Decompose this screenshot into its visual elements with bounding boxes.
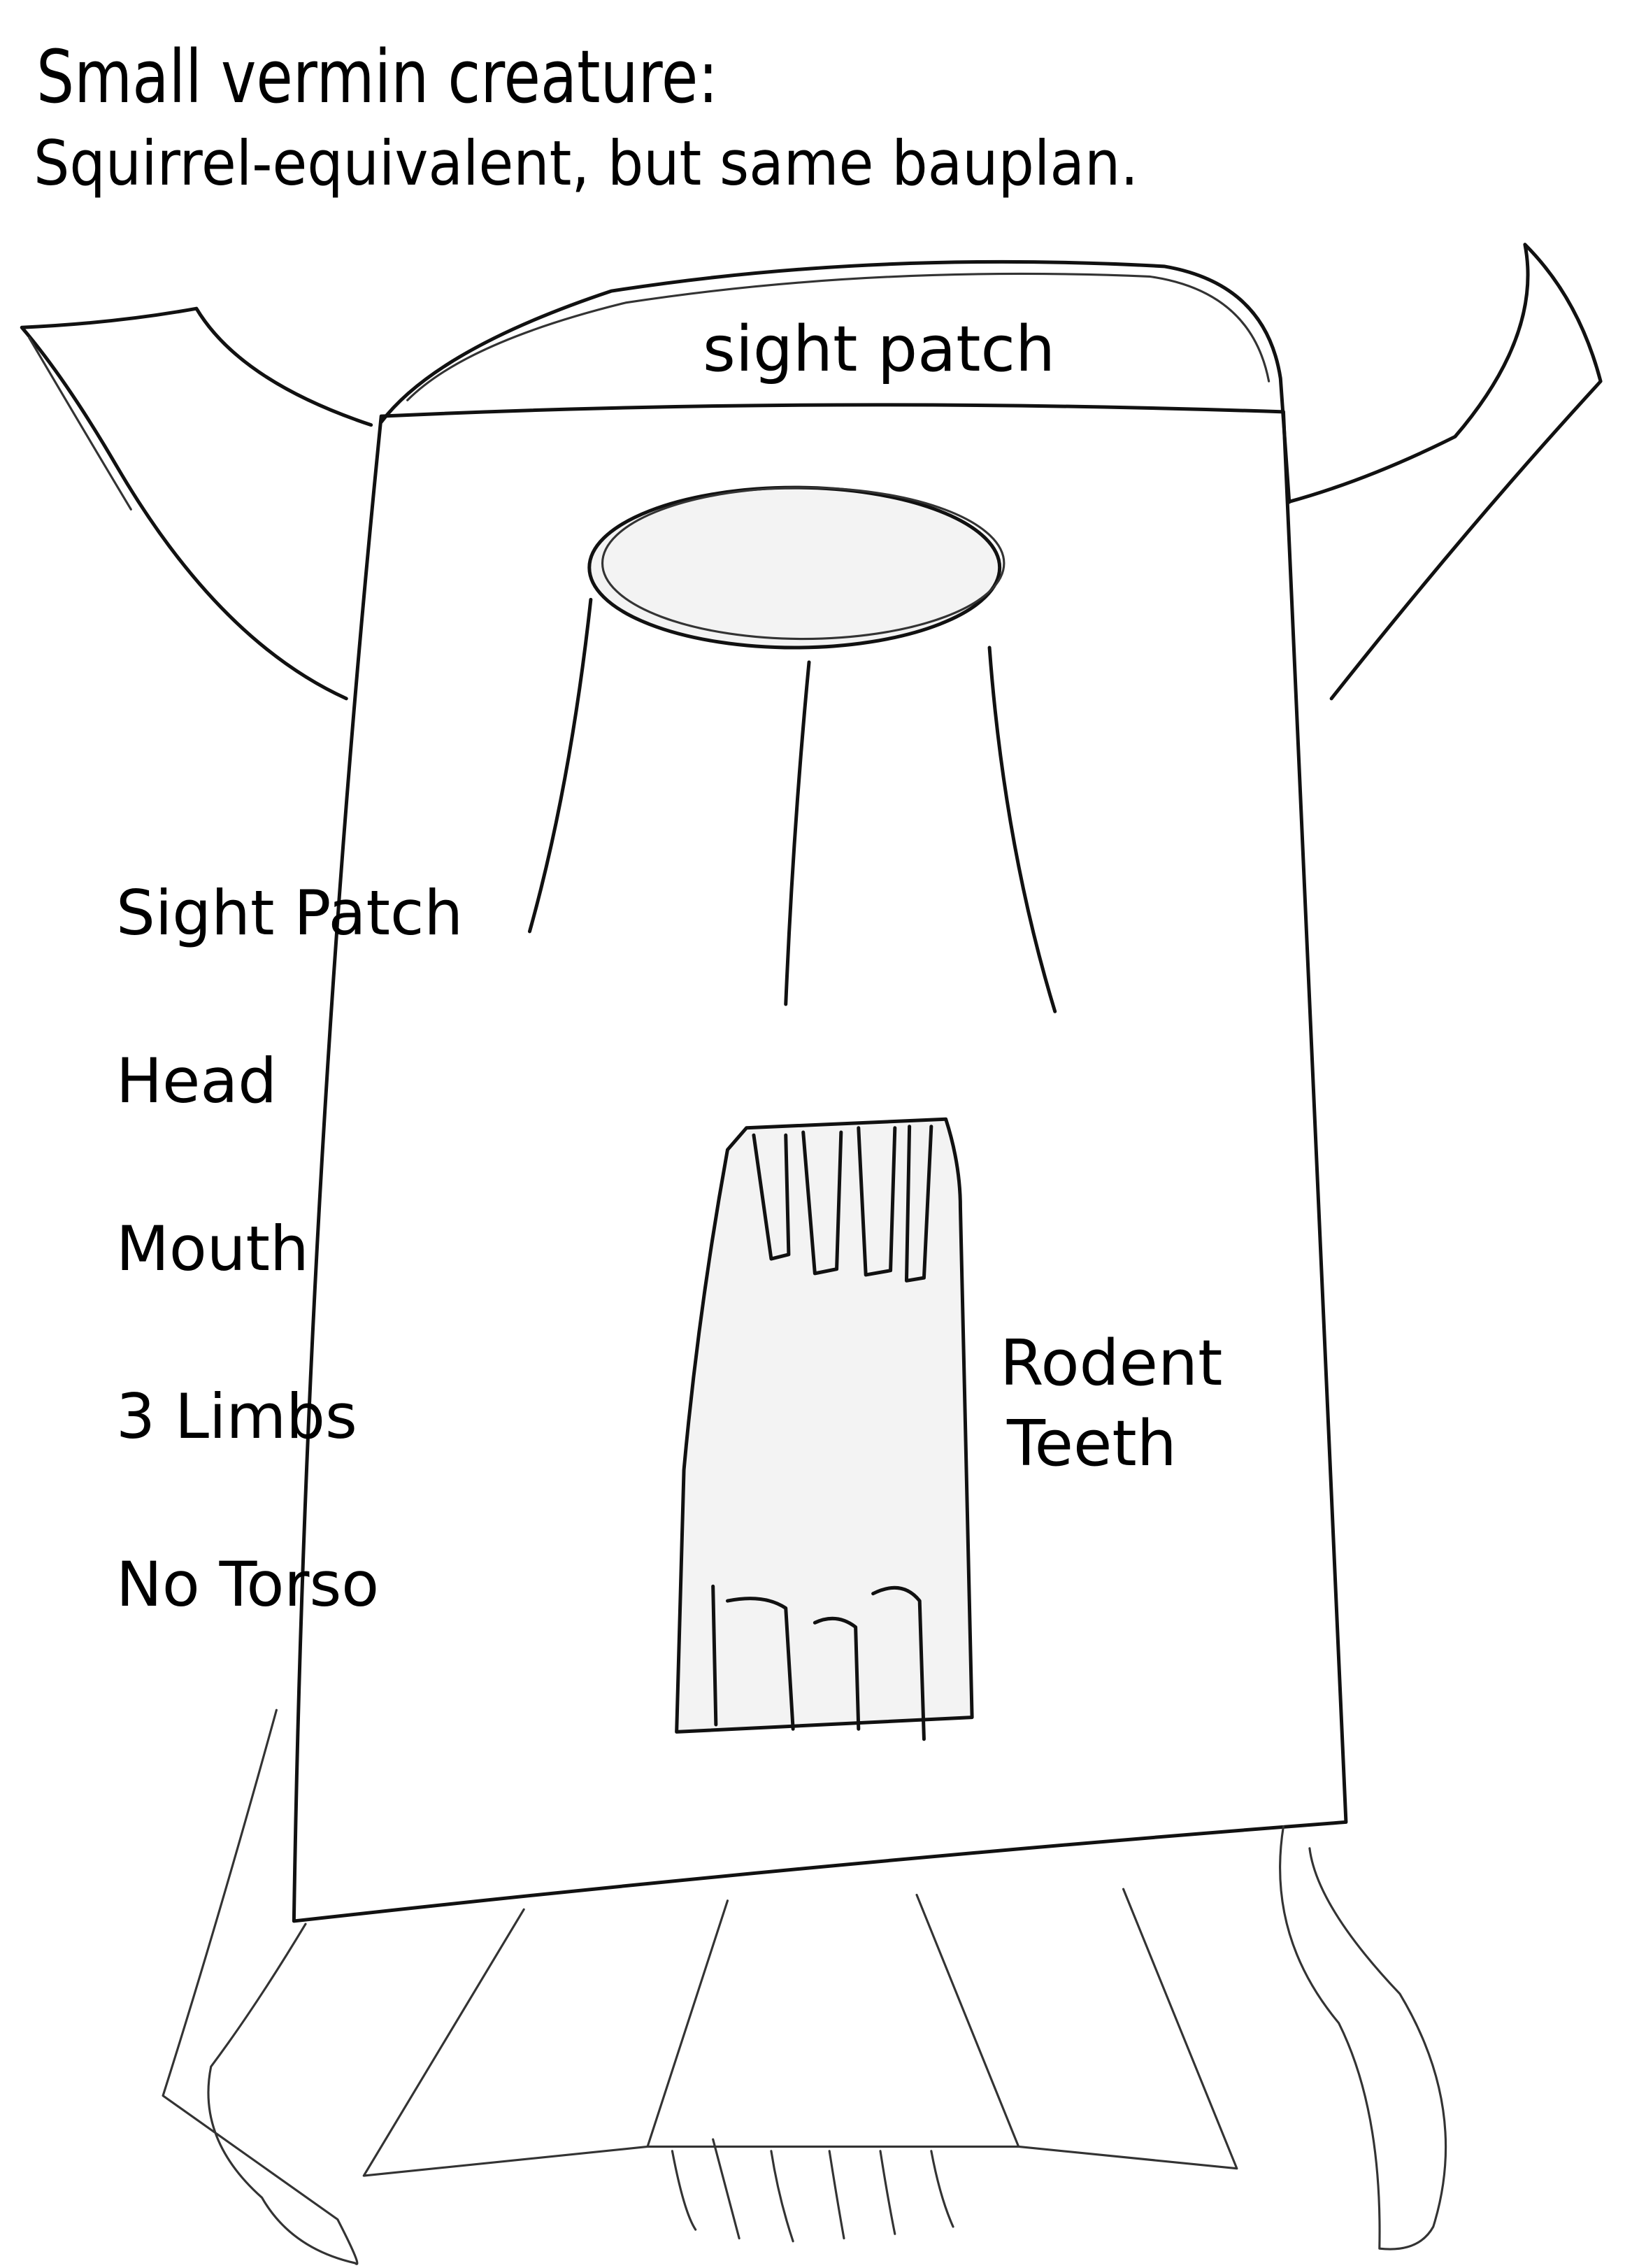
label-limbs: 3 Limbs	[116, 1381, 357, 1453]
head-top-outline	[379, 259, 1291, 504]
label-teeth: Teeth	[1007, 1407, 1177, 1481]
left-leg	[162, 1709, 359, 2265]
lower-teeth	[711, 1584, 926, 1741]
sight-patch-shape	[587, 485, 1002, 650]
stalk-center	[784, 660, 811, 1006]
left-ear-inner	[28, 336, 132, 511]
label-no-torso: No Torso	[116, 1548, 380, 1620]
stalk-left	[527, 597, 593, 934]
label-top-sight-patch: sight patch	[703, 313, 1056, 386]
lower-limb	[362, 1888, 1238, 2177]
sight-patch-outline-2	[601, 486, 1006, 641]
label-rodent: Rodent	[1000, 1327, 1223, 1400]
label-sight-patch: Sight Patch	[116, 877, 464, 949]
upper-teeth	[752, 1125, 933, 1283]
right-ear	[1286, 243, 1603, 701]
claws	[671, 2138, 954, 2243]
right-leg	[1279, 1825, 1447, 2251]
stalk-right	[987, 646, 1057, 1013]
body-head	[292, 403, 1348, 1923]
sketch-subtitle: Squirrel-equivalent, but same bauplan.	[34, 127, 1139, 199]
sketch-title: Small vermin creature:	[36, 34, 719, 120]
head-top-outline-2	[406, 272, 1271, 401]
label-mouth: Mouth	[116, 1213, 309, 1285]
left-ear	[20, 306, 373, 701]
mouth-shape	[675, 1117, 974, 1734]
label-head: Head	[116, 1045, 278, 1117]
